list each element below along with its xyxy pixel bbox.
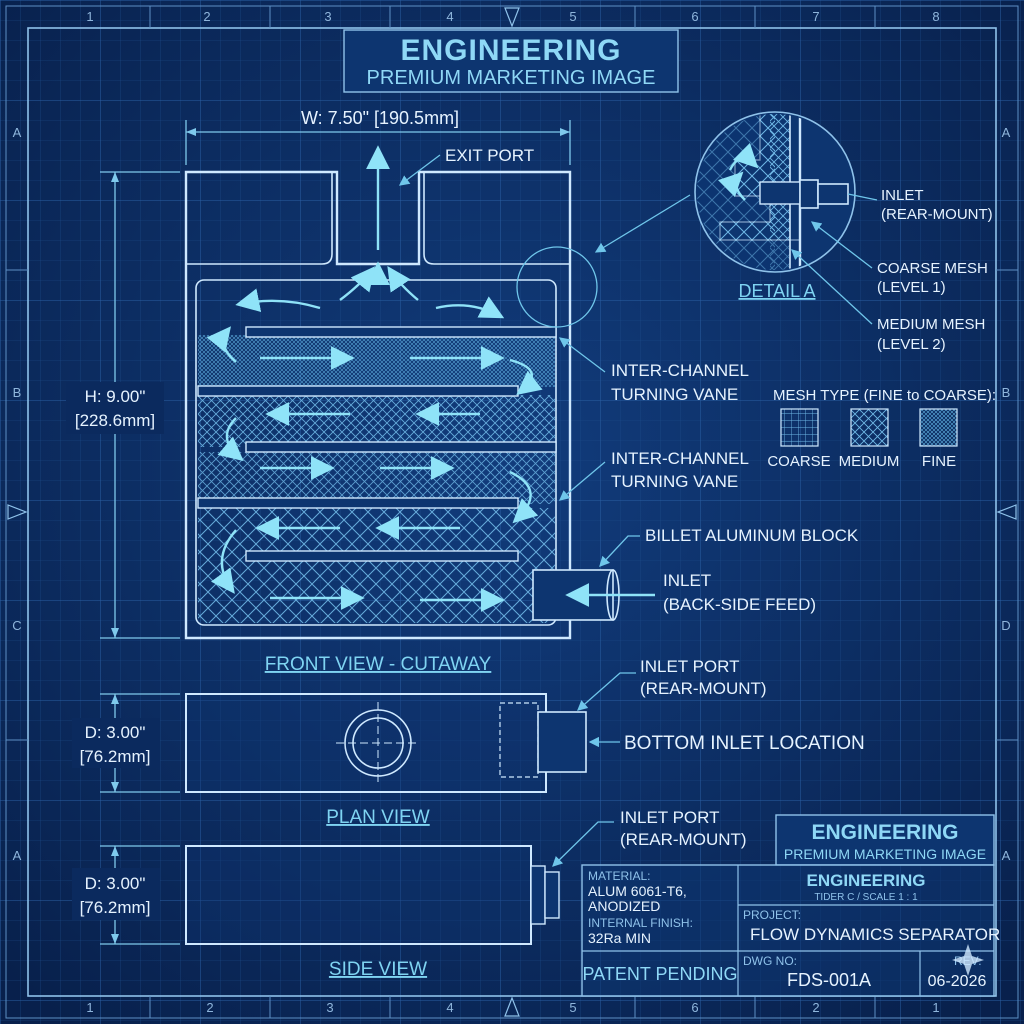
turning-vane-2-line-2: TURNING VANE	[611, 472, 738, 491]
finish-value: 32Ra MIN	[588, 930, 651, 946]
mesh-swatch-medium	[850, 408, 889, 447]
side-inlet-port-line-1: INLET PORT	[620, 808, 720, 827]
title-block-brand: ENGINEERING	[806, 871, 925, 890]
grid-label-bottom-4: 4	[446, 1000, 453, 1015]
detail-inlet-line-1: INLET	[881, 187, 924, 204]
title-block: ENGINEERING PREMIUM MARKETING IMAGE MATE…	[581, 814, 1000, 997]
width-dimension-label: W: 7.50" [190.5mm]	[301, 108, 459, 128]
detail-coarse-line-1: COARSE MESH	[877, 260, 988, 277]
grid-label-left-4: A	[13, 848, 22, 863]
grid-label-right-1: A	[1002, 125, 1011, 140]
detail-coarse-line-2: (LEVEL 1)	[877, 279, 946, 296]
plan-view: INLET PORT (REAR-MOUNT) BOTTOM INLET LOC…	[185, 657, 865, 793]
billet-block-label: BILLET ALUMINUM BLOCK	[645, 526, 859, 545]
plan-inlet-port-line-2: (REAR-MOUNT)	[640, 679, 767, 698]
grid-label-left-1: A	[13, 125, 22, 140]
grid-label-top-4: 4	[446, 9, 453, 24]
turning-vane-2-line-1: INTER-CHANNEL	[611, 449, 749, 468]
detail-inlet-line-2: (REAR-MOUNT)	[881, 206, 993, 223]
front-inlet-callout: INLET (BACK-SIDE FEED)	[663, 571, 816, 614]
scale-label: TIDER C / SCALE 1 : 1	[814, 892, 918, 903]
side-view: INLET PORT (REAR-MOUNT)	[185, 808, 747, 945]
plan-depth-mm: [76.2mm]	[80, 747, 151, 766]
stamp-brand: ENGINEERING	[811, 821, 958, 844]
grid-label-left-2: B	[13, 385, 22, 400]
grid-label-bottom-1: 1	[86, 1000, 93, 1015]
header-brand: ENGINEERING PREMIUM MARKETING IMAGE	[343, 29, 679, 93]
mesh-label-fine: FINE	[922, 453, 956, 470]
mesh-swatch-fine	[919, 408, 958, 447]
front-inlet-line-2: (BACK-SIDE FEED)	[663, 595, 816, 614]
material-value-line-1: ALUM 6061-T6,	[588, 883, 687, 899]
centering-marks	[7, 7, 1017, 1017]
grid-label-top-7: 7	[812, 9, 819, 24]
exit-port-callout: EXIT PORT	[398, 146, 534, 186]
exit-port-label: EXIT PORT	[445, 146, 534, 165]
project-label: PROJECT:	[743, 908, 801, 922]
grid-label-bottom-5: 5	[569, 1000, 576, 1015]
detail-medium-line-1: MEDIUM MESH	[877, 316, 985, 333]
finish-label: INTERNAL FINISH:	[588, 916, 693, 930]
front-view-cutaway	[184, 145, 655, 640]
grid-label-top-2: 2	[203, 9, 210, 24]
material-value-line-2: ANODIZED	[588, 898, 660, 914]
rev-value: 06-2026	[928, 973, 987, 990]
grid-label-top-1: 1	[86, 9, 93, 24]
turning-vane-callout-2: INTER-CHANNEL TURNING VANE	[559, 449, 749, 501]
patent-pending: PATENT PENDING	[582, 964, 737, 984]
grid-label-bottom-7: 2	[812, 1000, 819, 1015]
grid-label-top-8: 8	[932, 9, 939, 24]
front-inlet-line-1: INLET	[663, 571, 711, 590]
grid-label-right-2: B	[1002, 385, 1011, 400]
grid-label-top-5: 5	[569, 9, 576, 24]
grid-label-bottom-3: 3	[326, 1000, 333, 1015]
mesh-legend: MESH TYPE (FINE to COARSE): COARSE MEDIU…	[767, 387, 996, 470]
project-name: FLOW DYNAMICS SEPARATOR	[750, 925, 1000, 944]
stamp-tagline: PREMIUM MARKETING IMAGE	[784, 846, 986, 862]
sparkle-icon	[952, 944, 984, 976]
side-depth-mm: [76.2mm]	[80, 898, 151, 917]
plan-depth-dimension: D: 3.00" [76.2mm]	[72, 693, 180, 793]
material-label: MATERIAL:	[588, 869, 650, 883]
mesh-swatch-coarse	[780, 408, 819, 447]
side-inlet-port-line-2: (REAR-MOUNT)	[620, 830, 747, 849]
height-dimension-mm: [228.6mm]	[75, 411, 155, 430]
side-depth-inches: D: 3.00"	[85, 874, 146, 893]
grid-label-top-3: 3	[324, 9, 331, 24]
front-view-title: FRONT VIEW - CUTAWAY	[265, 654, 492, 675]
height-dimension: H: 9.00" [228.6mm]	[66, 171, 180, 639]
grid-label-bottom-2: 2	[206, 1000, 213, 1015]
grid-label-right-4: A	[1002, 848, 1011, 863]
detail-a: DETAIL A INLET (REAR-MOUNT) COARSE MESH …	[594, 111, 993, 353]
grid-label-left-3: C	[12, 618, 21, 633]
side-view-title: SIDE VIEW	[329, 959, 427, 980]
grid-label-bottom-8: 1	[932, 1000, 939, 1015]
grid-label-top-6: 6	[691, 9, 698, 24]
header-brand-title: ENGINEERING	[400, 34, 621, 67]
mesh-label-medium: MEDIUM	[839, 453, 900, 470]
mesh-label-coarse: COARSE	[767, 453, 830, 470]
detail-a-title: DETAIL A	[738, 281, 815, 301]
height-dimension-inches: H: 9.00"	[85, 387, 146, 406]
header-brand-tagline: PREMIUM MARKETING IMAGE	[367, 67, 656, 89]
dwg-label: DWG NO:	[743, 954, 797, 968]
side-depth-dimension: D: 3.00" [76.2mm]	[72, 845, 180, 945]
dwg-number: FDS-001A	[787, 970, 871, 990]
plan-inlet-port-line-1: INLET PORT	[640, 657, 740, 676]
billet-block-callout: BILLET ALUMINUM BLOCK	[599, 526, 859, 567]
drawing-border	[27, 27, 997, 997]
bottom-inlet-label: BOTTOM INLET LOCATION	[624, 733, 865, 754]
plan-depth-inches: D: 3.00"	[85, 723, 146, 742]
turning-vane-1-line-2: TURNING VANE	[611, 385, 738, 404]
grid-label-right-3: D	[1001, 618, 1010, 633]
plan-view-title: PLAN VIEW	[326, 807, 430, 828]
width-dimension: W: 7.50" [190.5mm]	[185, 108, 571, 165]
turning-vane-1-line-1: INTER-CHANNEL	[611, 361, 749, 380]
grid-label-bottom-6: 6	[691, 1000, 698, 1015]
turning-vane-callout-1: INTER-CHANNEL TURNING VANE	[558, 337, 749, 404]
detail-medium-line-2: (LEVEL 2)	[877, 336, 946, 353]
mesh-legend-title: MESH TYPE (FINE to COARSE):	[773, 387, 996, 404]
